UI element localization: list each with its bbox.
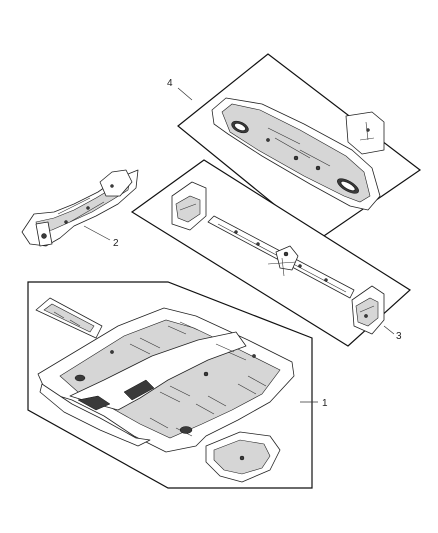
front-floor-bracket-assembly-icon — [21, 169, 139, 247]
callout-3: 3 — [396, 331, 402, 342]
crossmember-panel-group: 3 — [130, 159, 411, 347]
rear-panel-group: 4 — [167, 53, 422, 241]
callout-2: 2 — [113, 238, 119, 249]
callout-1: 1 — [322, 398, 328, 409]
callout-4: 4 — [167, 78, 173, 89]
rear-crossmember-panel-icon — [211, 97, 385, 211]
floor-pan-panel-group: 1 — [27, 281, 328, 489]
floor-pan-assembly-icon — [35, 297, 295, 483]
bracket-group: 2 — [21, 169, 139, 249]
crossmember-assembly-icon — [171, 181, 385, 335]
